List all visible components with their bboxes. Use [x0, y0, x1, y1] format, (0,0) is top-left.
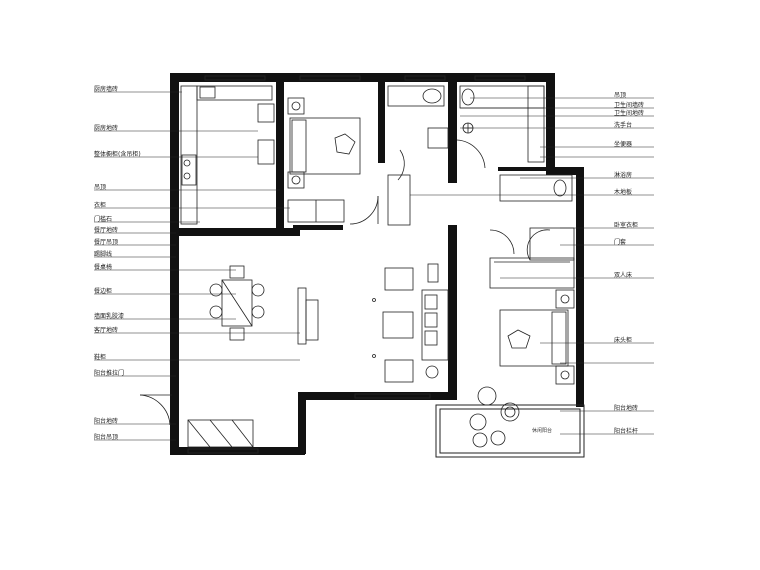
- annotation-label: 厨房地砖: [94, 125, 119, 132]
- annotation-label: 门套: [614, 239, 627, 246]
- annotation-label: 阳台吊顶: [94, 434, 119, 441]
- annotation-label: 墙面乳胶漆: [94, 313, 125, 320]
- annotation-label: 双人床: [614, 272, 633, 279]
- living-room-furniture: [297, 263, 449, 383]
- room-label: 休闲阳台: [532, 428, 553, 434]
- annotation-label: 餐边柜: [94, 288, 113, 295]
- windows: [187, 75, 585, 458]
- kitchen-fixtures: [180, 85, 275, 225]
- annotation-label: 餐厅吊顶: [94, 239, 119, 246]
- annotation-label: 厨房墙砖: [94, 86, 119, 93]
- annotation-label: 餐桌椅: [94, 264, 113, 271]
- annotation-label: 阳台地砖: [94, 418, 119, 425]
- annotation-label: 阳台推拉门: [94, 370, 125, 377]
- annotation-label: 门槛石: [94, 216, 113, 223]
- annotation-label: 坐便器: [614, 141, 633, 148]
- annotation-label: 餐厅地砖: [94, 227, 119, 234]
- balcony-plants: [187, 386, 520, 448]
- leader-lines-right: [410, 97, 654, 435]
- annotation-label: 木地板: [614, 189, 633, 196]
- doors: [139, 139, 515, 426]
- annotation-label: 衣柜: [94, 202, 107, 209]
- bedroom-1-furniture: [287, 97, 361, 223]
- annotation-label: 卫生间地砖: [614, 110, 645, 117]
- annotation-label: 吊顶: [94, 184, 107, 191]
- annotation-label: 阳台地砖: [614, 405, 639, 412]
- dining-set: [209, 265, 265, 341]
- annotation-label: 整体橱柜(含吊柜): [94, 151, 141, 158]
- annotation-label: 卫生间墙砖: [614, 102, 645, 109]
- interior-walls: [170, 73, 548, 400]
- annotation-label: 阳台栏杆: [614, 428, 639, 435]
- annotation-label: 鞋柜: [94, 354, 107, 361]
- annotation-label: 吊顶: [614, 92, 627, 99]
- annotation-label: 客厅地砖: [94, 327, 119, 334]
- exterior-walls: [170, 73, 584, 455]
- annotation-label: 淋浴房: [614, 172, 633, 179]
- annotation-label: 踢脚线: [94, 251, 113, 258]
- bathroom-fixtures: [387, 85, 575, 261]
- leader-lines-left: [94, 91, 300, 441]
- bedroom-2-furniture: [489, 257, 575, 385]
- annotation-label: 床头柜: [614, 337, 633, 344]
- annotation-label: 洗手台: [614, 122, 633, 129]
- annotation-label: 卧室衣柜: [614, 222, 639, 229]
